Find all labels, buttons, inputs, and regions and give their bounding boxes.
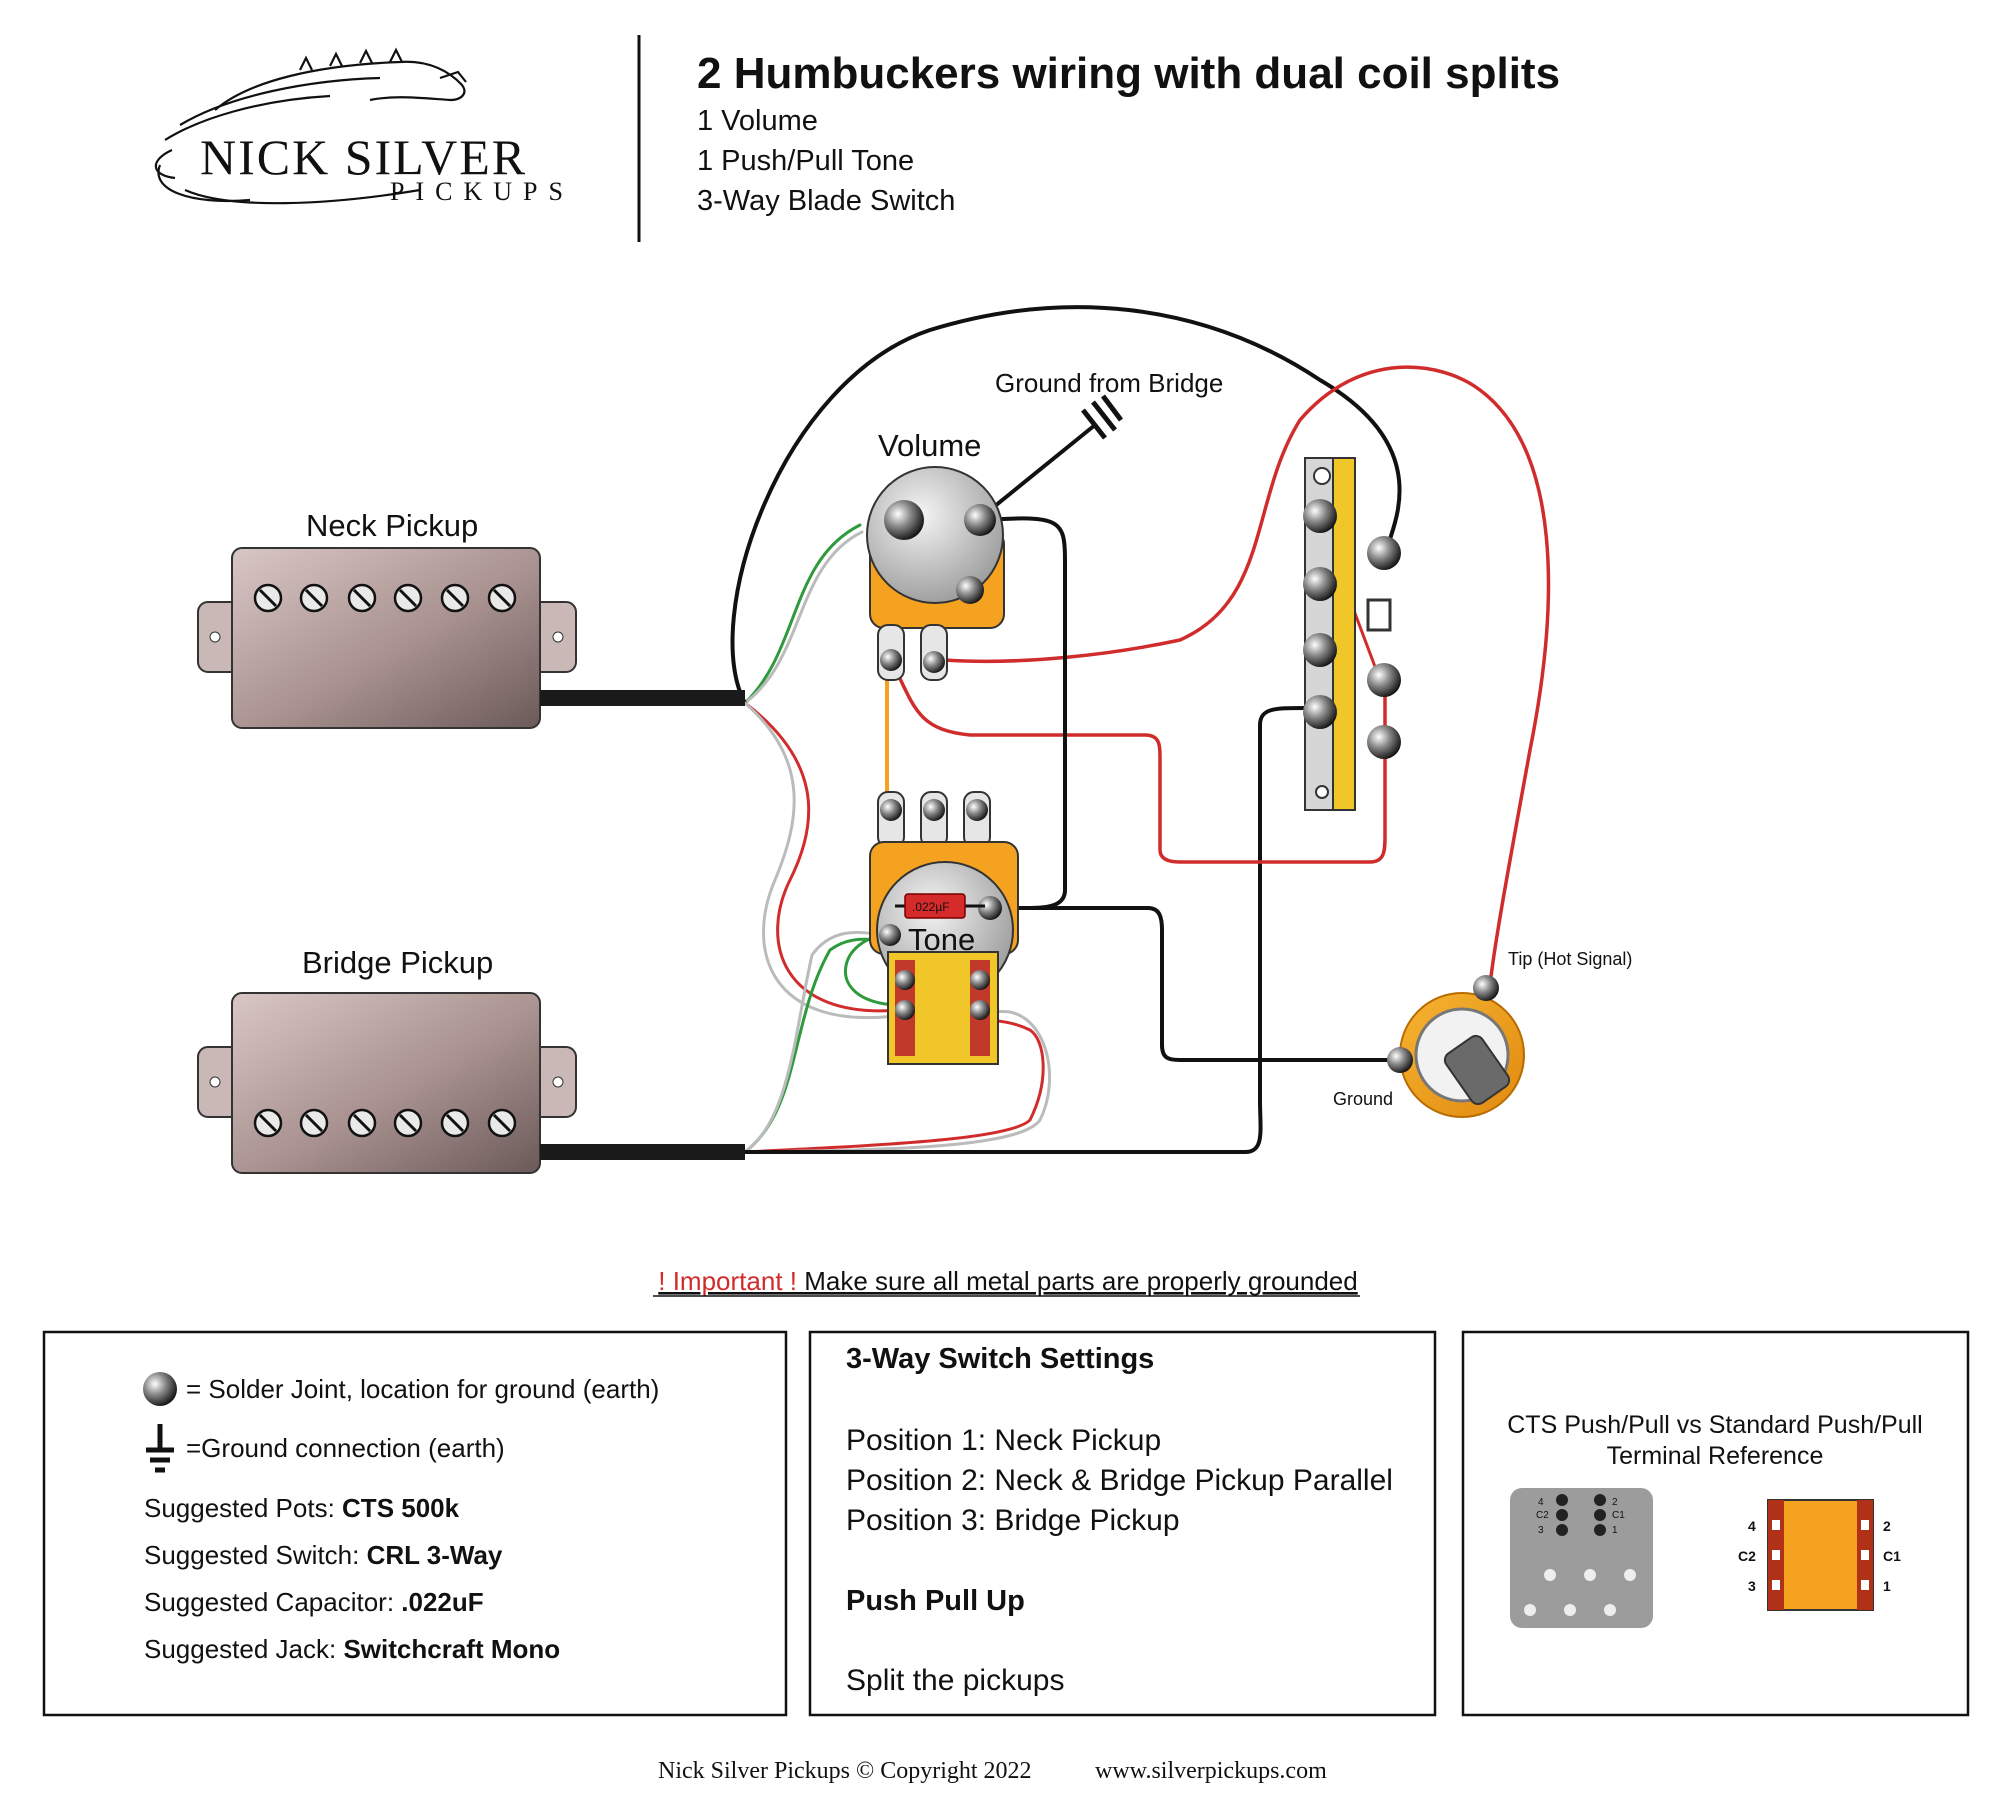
- ground-from-bridge-icon: [1081, 394, 1123, 440]
- screw-slot: [258, 1113, 278, 1133]
- push-pull-title: Push Pull Up: [846, 1585, 1025, 1617]
- neck-pickup-label: Neck Pickup: [306, 508, 478, 543]
- screw-slot: [398, 1113, 418, 1133]
- jack-tip-label: Tip (Hot Signal): [1508, 949, 1632, 969]
- legend-pots: Suggested Pots: CTS 500k: [144, 1493, 460, 1523]
- page-title: 2 Humbuckers wiring with dual coil split…: [697, 49, 1560, 98]
- bridge-pole-screws: [253, 1108, 517, 1138]
- terminal-reference-box: CTS Push/Pull vs Standard Push/Pull Term…: [1461, 1330, 1970, 1717]
- legend-capacitor: Suggested Capacitor: .022uF: [144, 1587, 484, 1617]
- jack-ground-label: Ground: [1333, 1089, 1393, 1109]
- ground-symbol-icon: [146, 1424, 174, 1473]
- screw-slot: [492, 1113, 512, 1133]
- svg-text:C1: C1: [1883, 1548, 1901, 1564]
- neck-pole-screws: [253, 583, 517, 613]
- switch-position-2: Position 2: Neck & Bridge Pickup Paralle…: [846, 1464, 1393, 1497]
- switch-position-3: Position 3: Bridge Pickup: [846, 1504, 1180, 1537]
- legend-switch: Suggested Switch: CRL 3-Way: [144, 1540, 503, 1570]
- neck-pickup: Neck Pickup: [197, 508, 745, 729]
- logo-name: NICK SILVER: [200, 129, 527, 185]
- legend-solder-joint: = Solder Joint, location for ground (ear…: [186, 1374, 659, 1404]
- screw-slot: [258, 588, 278, 608]
- svg-text:C2: C2: [1738, 1548, 1756, 1564]
- bridge-pickup: Bridge Pickup: [197, 945, 745, 1174]
- tone-pot: Tone .022µF: [869, 791, 1019, 1065]
- screw-slot: [445, 1113, 465, 1133]
- ground-from-bridge-label: Ground from Bridge: [995, 368, 1223, 398]
- standard-push-pull-switch: 4 C2 3 2 C1 1: [1738, 1499, 1901, 1611]
- cts-push-pull-switch: 4 C2 3 2 C1 1: [1510, 1488, 1653, 1628]
- svg-text:1: 1: [1612, 1525, 1618, 1536]
- important-message: Make sure all metal parts are properly g…: [797, 1266, 1358, 1296]
- screw-slot: [304, 1113, 324, 1133]
- switch-settings-box: 3-Way Switch Settings Position 1: Neck P…: [808, 1330, 1437, 1717]
- legend-jack: Suggested Jack: Switchcraft Mono: [144, 1634, 560, 1664]
- legend-ground-connection: =Ground connection (earth): [186, 1433, 505, 1463]
- terminal-ref-title-1: CTS Push/Pull vs Standard Push/Pull: [1507, 1411, 1922, 1439]
- logo-subtitle: PICKUPS: [390, 177, 574, 206]
- screw-slot: [352, 1113, 372, 1133]
- footer-website: www.silverpickups.com: [1095, 1758, 1327, 1784]
- logo: NICK SILVER PICKUPS: [154, 47, 574, 206]
- volume-label: Volume: [878, 428, 981, 463]
- capacitor-value-label: .022µF: [912, 900, 950, 914]
- svg-text:C2: C2: [1536, 1510, 1549, 1521]
- screw-slot: [352, 588, 372, 608]
- switch-settings-title: 3-Way Switch Settings: [846, 1343, 1154, 1375]
- svg-text:3: 3: [1748, 1578, 1756, 1594]
- bridge-pickup-label: Bridge Pickup: [302, 945, 493, 980]
- screw-slot: [492, 588, 512, 608]
- svg-text:4: 4: [1538, 1497, 1544, 1508]
- solder-joint-icon: [143, 1372, 177, 1406]
- switch-position-1: Position 1: Neck Pickup: [846, 1424, 1161, 1457]
- capacitor-icon: .022µF: [895, 893, 985, 919]
- footer-copyright: Nick Silver Pickups © Copyright 2022: [658, 1758, 1032, 1784]
- output-jack: Tip (Hot Signal) Ground: [1333, 949, 1632, 1118]
- important-note: ! Important ! Make sure all metal parts …: [658, 1266, 1357, 1296]
- terminal-ref-title-2: Terminal Reference: [1607, 1442, 1824, 1470]
- svg-text:4: 4: [1748, 1518, 1756, 1534]
- svg-text:2: 2: [1612, 1497, 1618, 1508]
- svg-text:3: 3: [1538, 1525, 1544, 1536]
- spec-switch: 3-Way Blade Switch: [697, 185, 955, 217]
- screw-slot: [445, 588, 465, 608]
- spec-volume: 1 Volume: [697, 105, 818, 137]
- screw-slot: [304, 588, 324, 608]
- important-prefix: ! Important !: [658, 1266, 797, 1296]
- svg-text:C1: C1: [1612, 1510, 1625, 1521]
- push-pull-desc: Split the pickups: [846, 1664, 1064, 1697]
- svg-text:1: 1: [1883, 1578, 1891, 1594]
- svg-text:2: 2: [1883, 1518, 1891, 1534]
- screw-slot: [398, 588, 418, 608]
- blade-switch: [1303, 457, 1401, 811]
- legend-box: = Solder Joint, location for ground (ear…: [42, 1330, 788, 1717]
- iguana-logo-icon: [154, 47, 467, 205]
- volume-pot: Volume: [866, 428, 1005, 681]
- spec-tone: 1 Push/Pull Tone: [697, 145, 914, 177]
